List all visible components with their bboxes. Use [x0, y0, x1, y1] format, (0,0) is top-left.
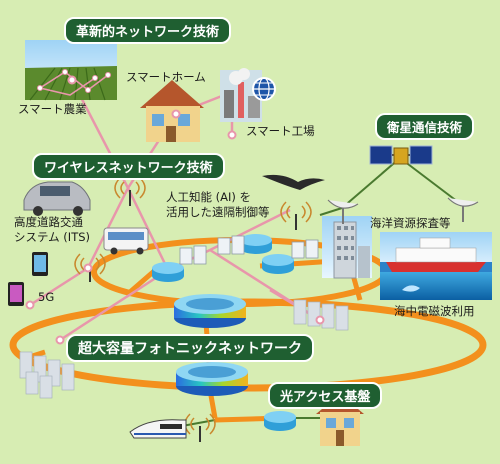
house-icon: [316, 394, 364, 446]
train-icon: [129, 419, 187, 439]
label-ocean-resource: 海洋資源探査等: [370, 216, 451, 230]
network-nodes: [25, 75, 325, 345]
car-icon: [23, 181, 91, 216]
category-satellite-comm: 衛星通信技術: [375, 113, 475, 140]
bus-icon: [103, 227, 149, 255]
label-smart-agriculture: スマート農業: [18, 102, 87, 116]
label-ai-remote-control: 人工知能 (AI) を 活用した遠隔制御等: [166, 190, 270, 219]
category-innovative-network: 革新的ネットワーク技術: [64, 17, 232, 44]
satellite-icon: [369, 145, 433, 165]
label-its: 高度道路交通 システム (ITS): [14, 215, 90, 244]
photonic-router-icon: [174, 294, 248, 396]
label-5g: 5G: [38, 290, 55, 304]
research-ship-photo: [380, 232, 492, 272]
server-rack-icon: [19, 235, 349, 399]
smart-agriculture-photo: [25, 40, 117, 101]
smart-home-house-icon: [140, 80, 204, 142]
label-smart-factory: スマート工場: [246, 124, 315, 138]
satellite-dish-icon: [327, 197, 479, 224]
router-icon: [152, 234, 296, 431]
label-smart-home: スマートホーム: [126, 70, 206, 84]
category-photonic-network: 超大容量フォトニックネットワーク: [66, 334, 314, 362]
category-wireless-network: ワイヤレスネットワーク技術: [32, 153, 225, 180]
category-optical-access: 光アクセス基盤: [268, 382, 383, 409]
smartphone-icon: [8, 252, 48, 306]
bird-icon: [262, 174, 325, 190]
label-underwater-em: 海中電磁波利用: [394, 304, 475, 318]
office-building-photo: [322, 216, 372, 279]
underwater-photo: [380, 272, 492, 300]
globe-icon: [252, 77, 276, 101]
